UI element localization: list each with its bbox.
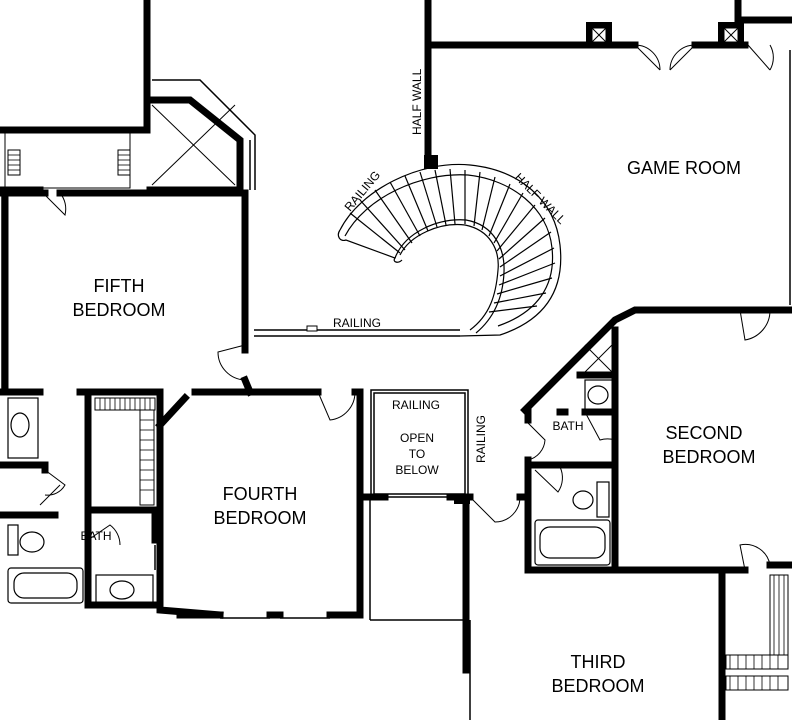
fourth-bedroom-label-line1: FOURTH	[223, 484, 298, 504]
railing-horizontal-label: RAILING	[333, 316, 381, 330]
game-room-label: GAME ROOM	[627, 158, 741, 178]
half-wall-arc-label: HALF WALL	[512, 170, 569, 227]
third-bedroom-label-line2: BEDROOM	[551, 676, 644, 696]
bath-right-label: BATH	[552, 419, 583, 433]
bath-left-label: BATH	[80, 529, 111, 543]
second-bedroom-label-line1: SECOND	[665, 423, 742, 443]
columns	[424, 22, 744, 504]
railing-arc-label: RAILING	[342, 168, 384, 214]
half-wall-vertical-label: HALF WALL	[410, 68, 424, 135]
bath-fixtures	[7, 379, 614, 606]
spiral-staircase	[337, 163, 562, 337]
railing-open-label: RAILING	[392, 398, 440, 412]
fifth-bedroom-label-line1: FIFTH	[94, 276, 145, 296]
open-to-below-line3: BELOW	[395, 463, 439, 477]
fifth-bedroom-label-line2: BEDROOM	[72, 300, 165, 320]
open-to-below-line2: TO	[409, 447, 425, 461]
chase-x	[151, 104, 613, 373]
third-bedroom-label-line1: THIRD	[571, 652, 626, 672]
open-to-below-line1: OPEN	[400, 431, 434, 445]
closet-hatching	[8, 149, 785, 690]
railing-vertical-label: RAILING	[474, 415, 488, 463]
railing-post	[306, 325, 318, 332]
second-bedroom-label-line2: BEDROOM	[662, 447, 755, 467]
fourth-bedroom-label-line2: BEDROOM	[213, 508, 306, 528]
thin-lines	[1, 50, 791, 720]
door-swings	[39, 44, 774, 571]
